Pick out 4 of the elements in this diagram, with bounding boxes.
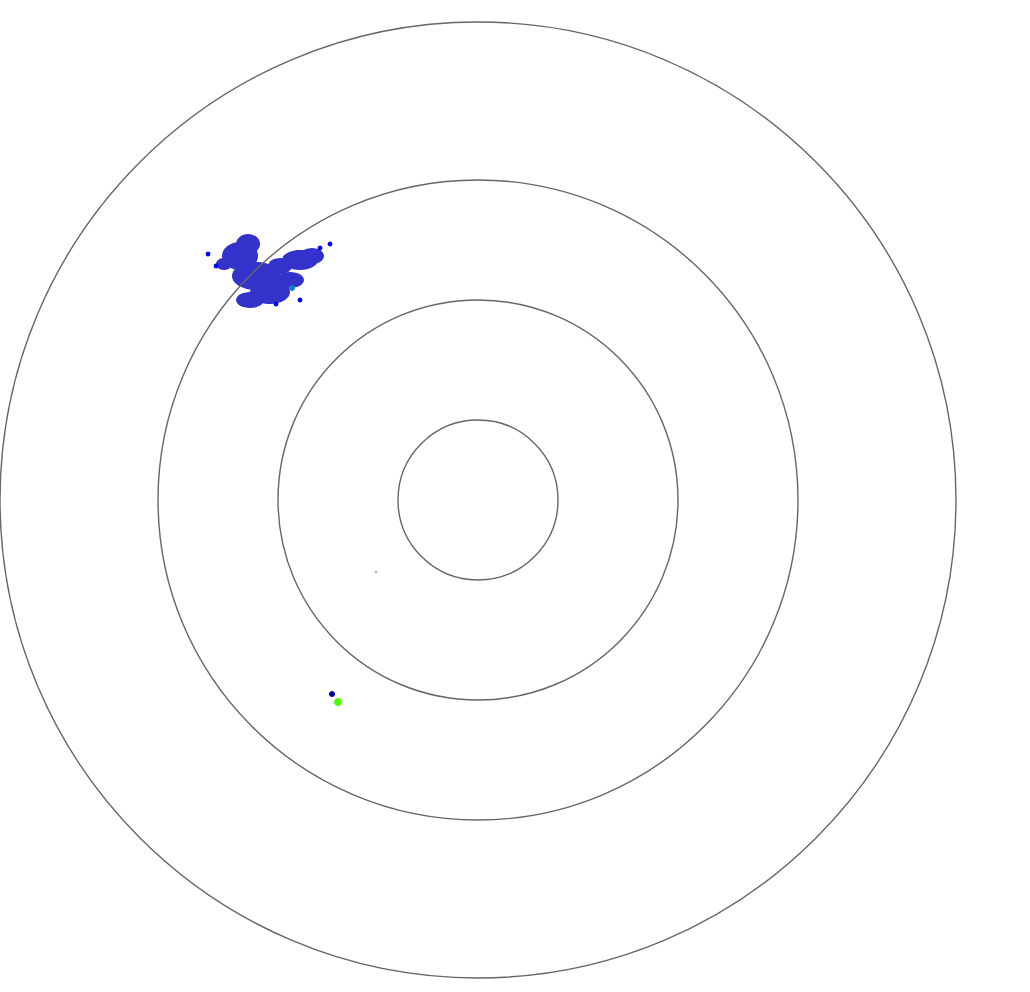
- range-ring: [277, 299, 679, 701]
- range-ring: [397, 419, 559, 581]
- range-ring: [157, 179, 799, 821]
- range-ring: [0, 21, 957, 979]
